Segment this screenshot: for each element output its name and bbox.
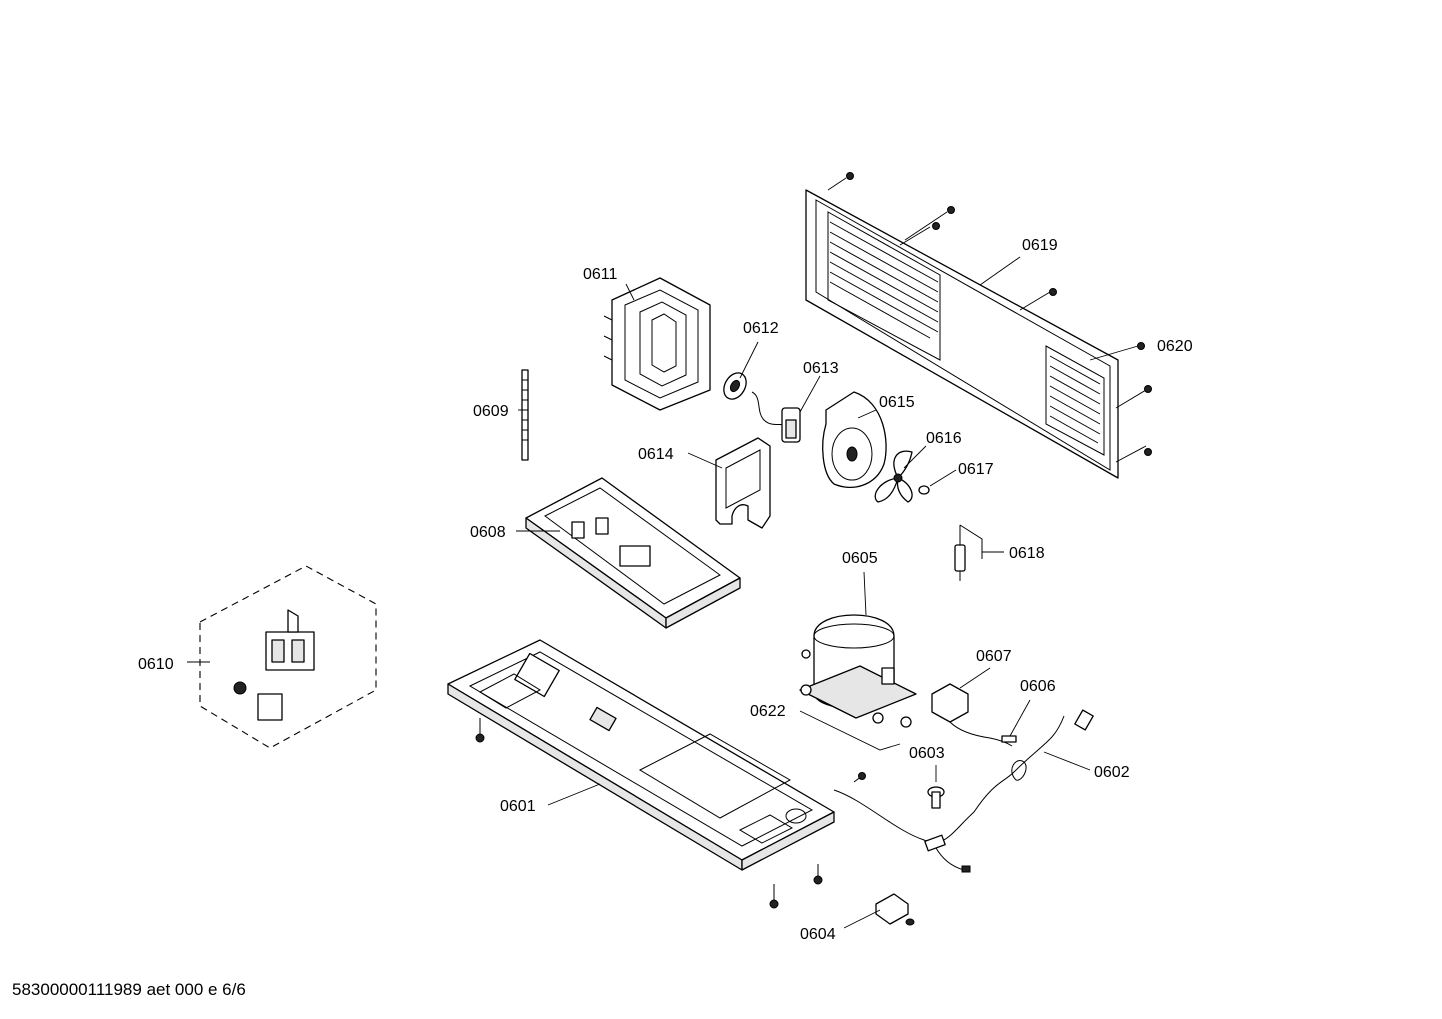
relay-wire-connector [1001,735,1017,743]
callout-0617: 0617 [958,461,994,478]
callout-0609: 0609 [473,403,509,420]
base-screws [475,718,866,909]
drain-rod [521,369,529,461]
callout-0618: 0618 [1009,545,1045,562]
fan-motor [751,391,801,443]
callout-0604: 0604 [800,926,836,943]
callout-0619: 0619 [1022,237,1058,254]
callout-0608: 0608 [470,524,506,541]
heater-element [954,524,983,581]
callout-0601: 0601 [500,798,536,815]
start-relay [931,683,1013,747]
callout-leaders [187,256,1091,929]
rear-cover-panel [805,189,1119,479]
drawing-reference-number: 58300000111989 aet 000 e 6/6 [12,980,246,999]
callout-0605: 0605 [842,550,878,567]
callout-0616: 0616 [926,430,962,447]
callout-0612: 0612 [743,320,779,337]
callout-0613: 0613 [803,360,839,377]
water-valve-assembly [199,565,377,749]
fan-blade [874,450,913,503]
base-plate [447,639,835,871]
power-cord [833,709,1094,873]
fan-housing [822,391,887,488]
fan-nut [918,485,930,495]
callout-0620: 0620 [1157,338,1193,355]
capacitor [875,893,915,926]
callout-0606: 0606 [1020,678,1056,695]
callout-labels: 0601 0602 0603 0604 0605 0606 0607 0608 … [138,237,1193,943]
callout-0611: 0611 [583,266,618,283]
compressor [799,614,917,728]
mounting-bolt [927,786,945,809]
vent-slots-left [829,221,939,339]
drain-tray [525,477,741,629]
temperature-sensor [723,372,747,400]
callout-0622: 0622 [750,703,786,720]
callout-0607: 0607 [976,648,1012,665]
callout-0615: 0615 [879,394,915,411]
vent-slots-right [1049,355,1101,444]
callout-0603: 0603 [909,745,945,762]
panel-screws [827,172,1152,463]
callout-0614: 0614 [638,446,674,463]
air-duct [715,437,771,529]
callout-0610: 0610 [138,656,174,673]
callout-0602: 0602 [1094,764,1130,781]
evaporator [603,277,711,411]
